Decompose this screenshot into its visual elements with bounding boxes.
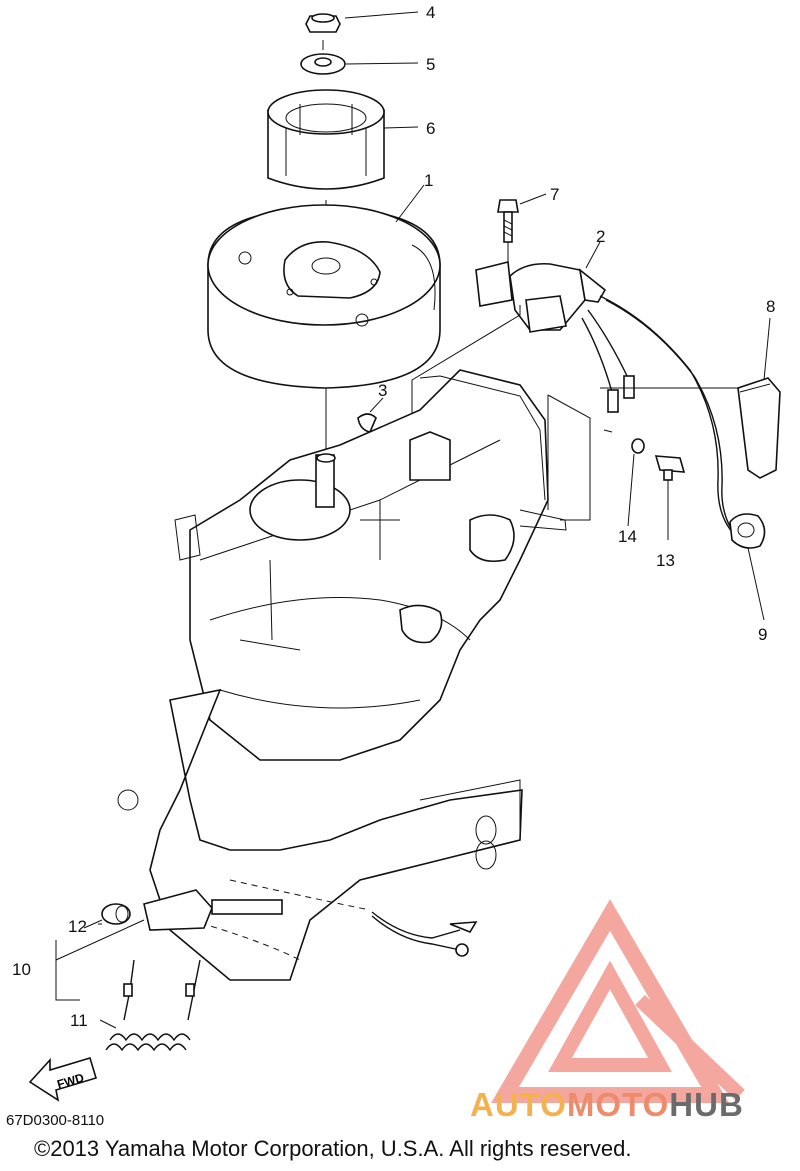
- cap-part-12[interactable]: [101, 903, 131, 925]
- callout-6: 6: [426, 119, 435, 138]
- callout-1: 1: [424, 171, 433, 190]
- callout-8: 8: [766, 297, 775, 316]
- callout-2: 2: [596, 227, 605, 246]
- callout-12: 12: [68, 917, 87, 936]
- copyright-notice: ©2013 Yamaha Motor Corporation, U.S.A. A…: [34, 1136, 632, 1161]
- callout-5: 5: [426, 55, 435, 74]
- callout-9: 9: [758, 625, 767, 644]
- stop-switch[interactable]: [143, 889, 283, 931]
- callout-11: 11: [70, 1011, 88, 1030]
- screw-part-13[interactable]: [654, 455, 686, 481]
- callout-4: 4: [426, 3, 435, 22]
- grommet-part-9[interactable]: [729, 513, 766, 549]
- callout-13: 13: [656, 551, 675, 570]
- spark-plug-cap-part-8[interactable]: [737, 377, 781, 479]
- woodruff-key-part-3[interactable]: [357, 413, 377, 433]
- watermark-auto: AUTO: [470, 1086, 567, 1123]
- drawing-code: 67D0300-8110: [6, 1112, 105, 1129]
- flywheel-part-1[interactable]: [207, 204, 441, 389]
- callout-7: 7: [550, 185, 559, 204]
- washer-part-5[interactable]: [300, 53, 346, 75]
- watermark-moto: MOTO: [566, 1086, 670, 1123]
- lanyard-part-11[interactable]: [105, 959, 201, 1052]
- ignition-coil-part-2[interactable]: [475, 261, 607, 333]
- forward-arrow-icon: FWD: [28, 1057, 97, 1102]
- callout-labels: 4 5 6 1 7 2 8 3 14 13 9 12 10 11: [12, 3, 775, 1030]
- callout-3: 3: [378, 381, 387, 400]
- bolt-part-7[interactable]: [497, 199, 519, 243]
- starter-pulley-part-6[interactable]: [267, 89, 385, 190]
- nut-part-4[interactable]: [305, 13, 341, 33]
- engine-powerhead: [174, 369, 567, 761]
- callout-10: 10: [12, 960, 31, 979]
- autmotohub-logo-mark: [491, 899, 745, 1103]
- watermark-text: AUTOMOTOHUB: [470, 1086, 744, 1124]
- watermark-hub: HUB: [669, 1086, 744, 1123]
- callout-14: 14: [618, 527, 637, 546]
- washer-part-14[interactable]: [631, 438, 645, 454]
